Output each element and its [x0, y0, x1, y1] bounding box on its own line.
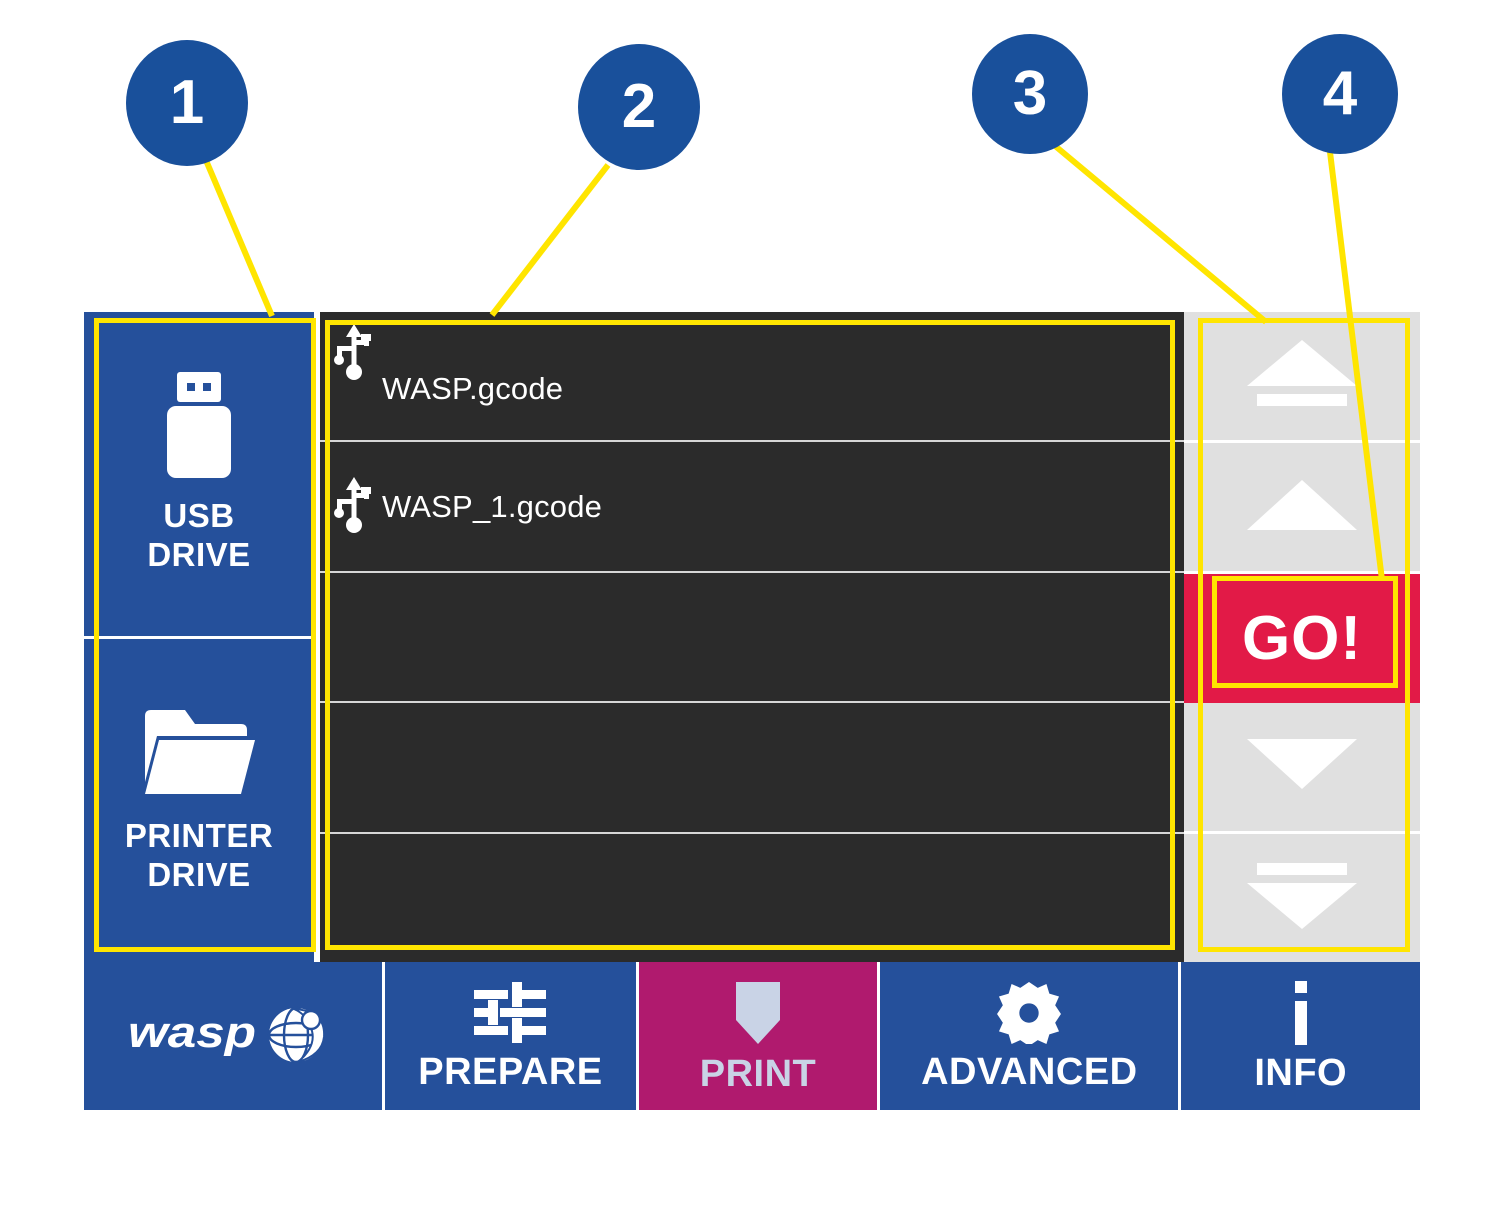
callout-badge-2-number: 2: [621, 72, 657, 141]
page-up-button[interactable]: [1184, 312, 1420, 444]
sliders-icon: [474, 981, 547, 1049]
bottom-tab-bar: wasp: [84, 962, 1421, 1110]
scroll-down-button[interactable]: [1184, 702, 1420, 834]
sidebar-item-usb-drive-label: USB DRIVE: [147, 497, 250, 575]
usb-drive-label-line1: USB: [163, 497, 235, 535]
sidebar-item-usb-drive[interactable]: USB DRIVE: [84, 312, 314, 639]
scroll-up-icon: [1243, 476, 1361, 539]
tab-prepare-label: PREPARE: [418, 1050, 603, 1093]
list-item[interactable]: [320, 834, 1272, 962]
page-down-button[interactable]: [1184, 833, 1420, 963]
printer-drive-label-line2: DRIVE: [147, 855, 251, 893]
file-list[interactable]: WASP.gcode WASP_1.gc: [320, 312, 1272, 962]
screen-content-area: USB DRIVE PRINTER DRIVE: [84, 312, 1421, 1110]
callout-badge-1: 1: [126, 40, 248, 166]
tab-print-label: PRINT: [699, 1052, 817, 1095]
tab-info[interactable]: INFO: [1181, 962, 1421, 1110]
tab-prepare[interactable]: PREPARE: [385, 962, 639, 1110]
sidebar-item-printer-drive-label: PRINTER DRIVE: [125, 817, 273, 895]
file-name: WASP.gcode: [382, 371, 564, 407]
callout-badge-3-number: 3: [1012, 59, 1048, 128]
tab-info-label: INFO: [1254, 1051, 1348, 1094]
go-button-label: GO!: [1241, 604, 1363, 673]
drive-source-sidebar: USB DRIVE PRINTER DRIVE: [84, 312, 314, 962]
tab-print[interactable]: PRINT: [638, 962, 881, 1110]
tab-advanced[interactable]: ADVANCED: [880, 962, 1182, 1110]
page-up-icon: [1243, 338, 1361, 415]
callout-badge-4: 4: [1282, 34, 1398, 154]
tab-wasp-logo[interactable]: wasp: [84, 962, 386, 1110]
page-down-icon: [1243, 859, 1361, 936]
printer-drive-label-line1: PRINTER: [124, 816, 274, 854]
usb-stick-icon: [157, 372, 241, 483]
usb-symbol-icon: [326, 476, 382, 537]
callout-badge-1-number: 1: [169, 68, 205, 137]
shield-arrow-icon: [730, 980, 786, 1051]
gear-icon: [997, 981, 1062, 1049]
list-item[interactable]: WASP_1.gcode: [320, 442, 1272, 573]
scroll-up-button[interactable]: [1184, 443, 1420, 575]
file-name: WASP_1.gcode: [382, 488, 603, 524]
usb-symbol-icon: [326, 324, 382, 384]
tab-advanced-label: ADVANCED: [921, 1050, 1138, 1093]
list-item[interactable]: [320, 703, 1272, 834]
callout-badge-2: 2: [578, 44, 700, 170]
usb-drive-label-line2: DRIVE: [147, 536, 251, 574]
sidebar-item-printer-drive[interactable]: PRINTER DRIVE: [84, 638, 314, 962]
wasp-globe-logo: wasp: [128, 1001, 338, 1068]
navigation-column: GO!: [1184, 312, 1420, 963]
scroll-down-icon: [1243, 735, 1361, 798]
go-button[interactable]: GO!: [1184, 574, 1420, 703]
svg-text:wasp: wasp: [128, 1008, 256, 1057]
list-item[interactable]: WASP.gcode: [320, 312, 1272, 443]
folder-icon: [141, 706, 257, 803]
printer-touchscreen: USB DRIVE PRINTER DRIVE: [84, 312, 1421, 1110]
list-item[interactable]: [320, 573, 1272, 704]
callout-badge-4-number: 4: [1322, 59, 1358, 128]
callout-badge-3: 3: [972, 34, 1088, 154]
info-i-icon: [1288, 980, 1314, 1050]
